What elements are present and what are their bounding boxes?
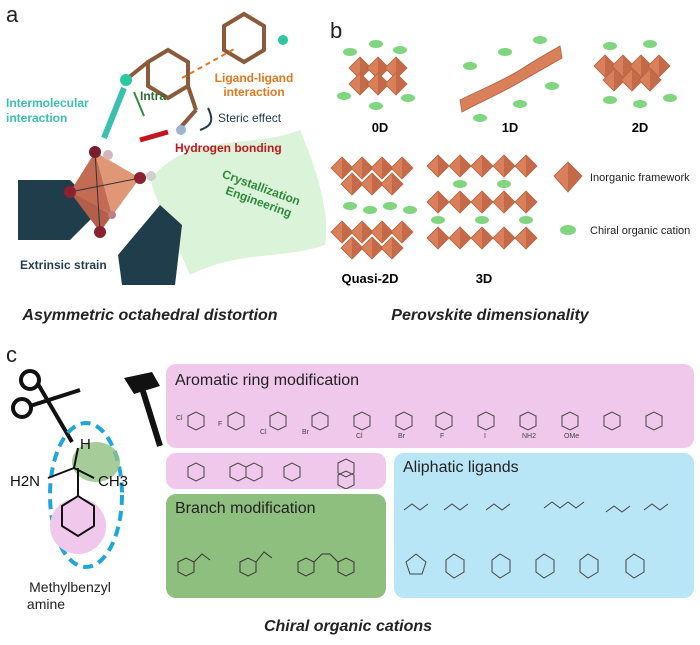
aromatic-substituent-1: Cl (176, 415, 183, 422)
aromatic-substituent-8: I (484, 433, 486, 440)
dim-label-quasi-2d: Quasi-2D (341, 271, 398, 286)
nitrogen-atom (176, 125, 186, 135)
panel-b-caption: Perovskite dimensionality (391, 307, 589, 324)
steric-label: Steric effect (218, 111, 282, 125)
distorted-octahedron (64, 146, 156, 238)
molecule-name-line1: Methylbenzyl (29, 579, 111, 595)
hydrogen-bond-arrow (139, 129, 169, 143)
aromatic-ring-box-extra (166, 453, 386, 489)
aromatic-substituent-7: F (440, 433, 444, 440)
halogen-atom-2 (278, 35, 288, 45)
steric-arrow (199, 107, 213, 131)
intra-label: Intra (140, 89, 166, 103)
aromatic-extra-molecules (187, 458, 355, 489)
dim-label-0d: 0D (372, 120, 389, 135)
methyl-group-label: CH3 (98, 473, 128, 490)
dimensionality-quasi-2d (330, 156, 417, 260)
hammer-icon (124, 372, 163, 447)
aromatic-substituent-2: F (218, 421, 222, 428)
aromatic-substituent-4: Br (302, 429, 310, 436)
intra-arrow (133, 91, 145, 117)
aliphatic-ligands-box (394, 453, 694, 598)
dimensionality-0d (337, 40, 415, 110)
legend-inorganic-label: Inorganic framework (590, 172, 690, 184)
dimensionality-2d (593, 40, 677, 108)
branch-modification-box (166, 494, 386, 598)
aromatic-molecules: Cl F Cl Br Cl Br F I NH2 OMe (176, 411, 663, 440)
benzene-ring (61, 494, 95, 538)
panel-b-illustration: 0D 1D 2D Quasi-2D 3D Inorganic framework… (330, 36, 690, 286)
legend-inorganic-swatch (553, 161, 583, 193)
branch-molecules (177, 551, 355, 577)
dim-label-2d: 2D (632, 120, 649, 135)
aromatic-substituent-10: OMe (564, 433, 579, 440)
ligand-ligand-arrow (181, 47, 237, 79)
intermolecular-arrow (101, 86, 127, 140)
aromatic-substituent-6: Br (398, 433, 406, 440)
hydrogen-bonding-label: Hydrogen bonding (175, 141, 282, 155)
dim-label-1d: 1D (502, 120, 519, 135)
branch-box-title: Branch modification (175, 500, 316, 517)
intermolecular-label-2: interaction (6, 111, 67, 125)
panel-c-letter: c (6, 342, 17, 367)
panel-b-letter: b (330, 18, 343, 43)
amine-group-label: H2N (10, 473, 40, 490)
legend-chiral-label: Chiral organic cation (590, 225, 690, 237)
ligand-ligand-label-1: Ligand-ligand (215, 71, 294, 85)
intermolecular-label-1: Intermolecular (6, 96, 89, 110)
dim-label-3d: 3D (476, 271, 493, 286)
legend-chiral-swatch (560, 225, 576, 235)
molecule-name-line2: amine (27, 596, 65, 610)
dimensionality-1d (459, 36, 563, 122)
aromatic-box-title: Aromatic ring modification (175, 372, 360, 389)
panel-a-caption: Asymmetric octahedral distortion (22, 307, 278, 324)
aromatic-substituent-3: Cl (260, 429, 267, 436)
aromatic-substituent-9: NH2 (522, 433, 536, 440)
panel-a-letter: a (6, 2, 19, 27)
extrinsic-strain-label: Extrinsic strain (20, 258, 107, 272)
strain-arrow-bottom (118, 205, 182, 285)
panel-c-caption: Chiral organic cations (263, 618, 433, 635)
halogen-atom-1 (120, 74, 132, 86)
crystallization-swoosh (150, 130, 327, 275)
methylbenzylamine-illustration: H2N H CH3 Methylbenzyl amine (10, 369, 163, 610)
ligand-molecule (126, 11, 266, 130)
hydrogen-label: H (80, 436, 91, 453)
scissors-icon (11, 369, 81, 444)
dashed-highlight (48, 421, 124, 569)
aromatic-ring-box (166, 364, 694, 448)
ligand-ligand-label-2: interaction (223, 85, 284, 99)
aliphatic-box-title: Aliphatic ligands (403, 459, 519, 476)
aliphatic-molecules (403, 501, 669, 579)
aromatic-substituent-5: Cl (356, 433, 363, 440)
panel-a-illustration: Ligand-ligand interaction Intra Intermol… (6, 11, 327, 285)
ring-highlight (50, 498, 106, 554)
dimensionality-3d (426, 154, 538, 250)
